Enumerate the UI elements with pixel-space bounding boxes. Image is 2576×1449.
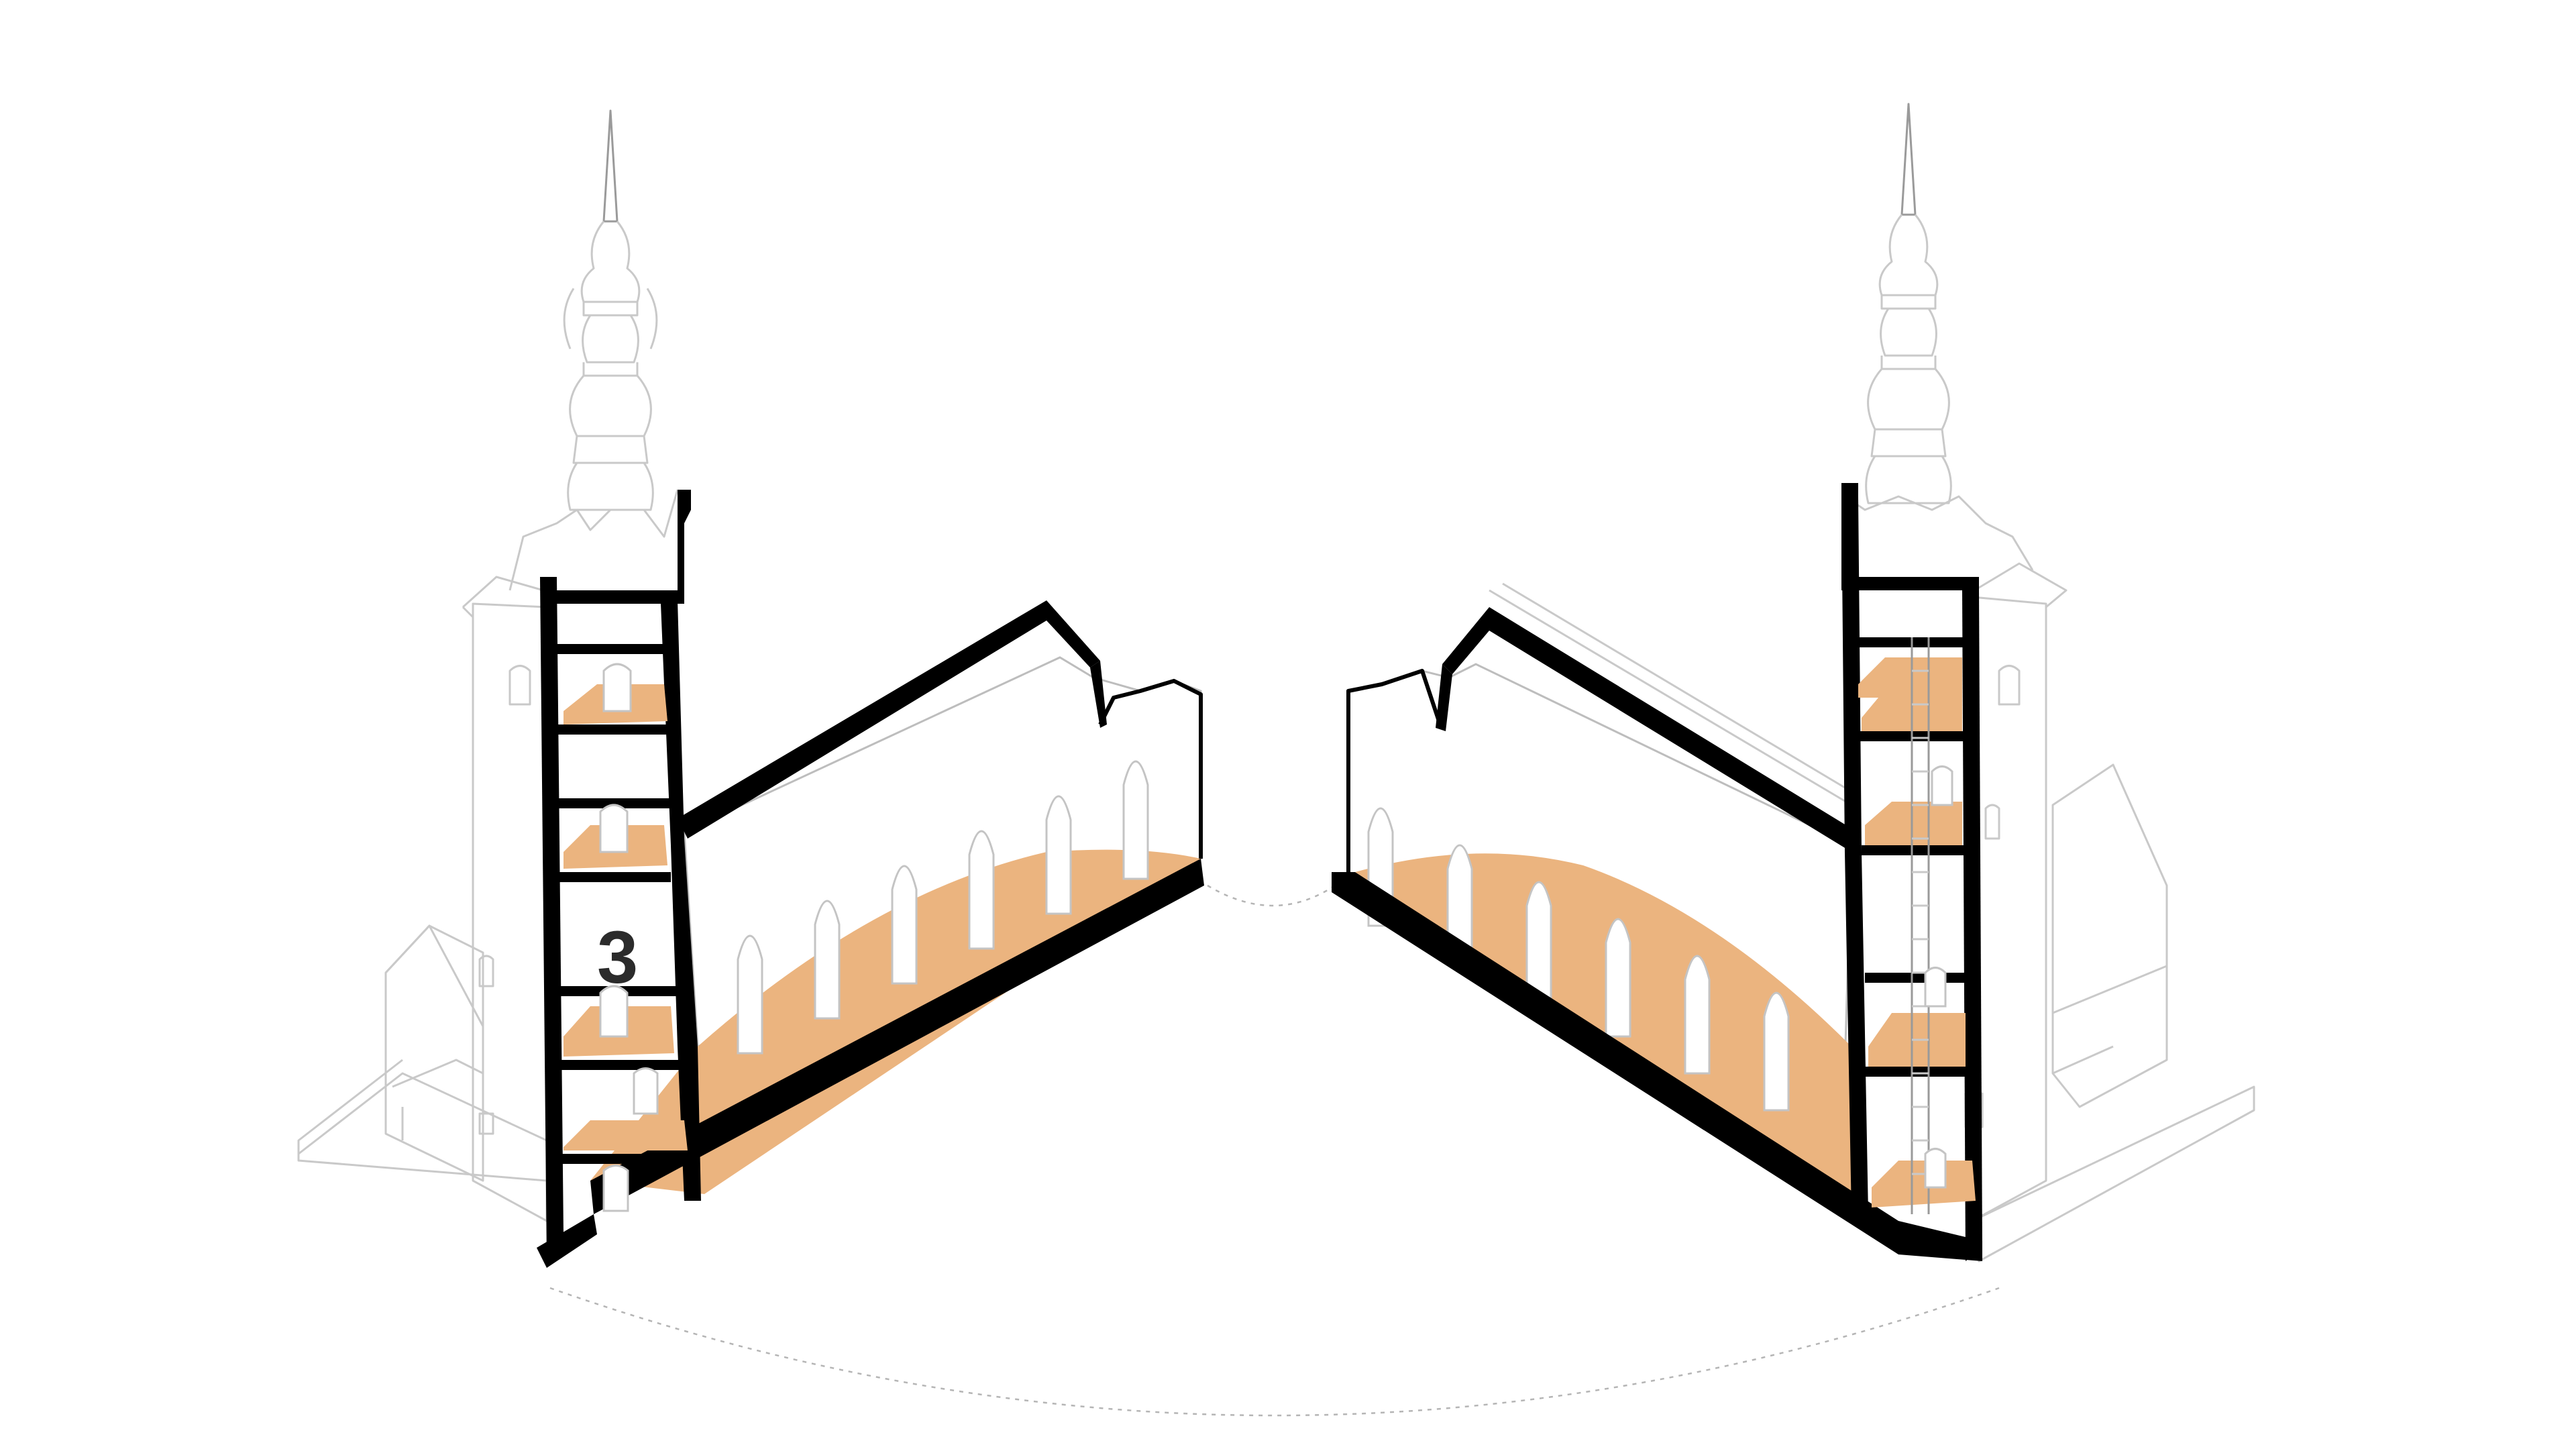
left-tower-section — [537, 490, 701, 1268]
left-tower-window-2 — [478, 955, 494, 987]
right-tower-outer-wall-cut — [1962, 590, 1982, 1261]
left-tower-arch-2 — [599, 804, 629, 853]
left-side-annex-roof — [384, 924, 484, 1026]
right-tower-inner-wall-cut — [1841, 496, 1868, 1214]
left-tower-top-cut — [550, 490, 691, 604]
left-nave-arches — [737, 760, 1149, 1055]
right-lantern-base — [1844, 495, 2034, 571]
right-tower-outer-face — [1971, 596, 2047, 1222]
right-side-annex-lower — [2052, 965, 2167, 1075]
left-spire-ring-1 — [582, 302, 639, 364]
left-tower-base-cut — [537, 1214, 597, 1268]
upper-connector-arc — [1207, 884, 1336, 907]
left-tower-outer-wall-cut — [540, 577, 564, 1261]
right-tower-floor-5 — [1872, 1161, 1976, 1208]
right-spire — [1865, 103, 1952, 504]
right-tower-slab-5-cut — [1865, 1067, 1972, 1077]
left-nave-gable-cut — [1090, 661, 1107, 728]
left-nave-arch-5 — [1045, 795, 1072, 915]
right-half — [1332, 103, 2255, 1263]
left-ground-plinth — [297, 1072, 548, 1182]
right-nave-roof-edge — [1489, 582, 1852, 806]
right-nave-arch-6 — [1763, 991, 1790, 1112]
connector-arcs — [549, 884, 2000, 1417]
left-lantern-base — [508, 489, 679, 591]
right-ground-plinth — [1971, 1085, 2255, 1263]
right-tower-arch-3 — [1924, 1148, 1947, 1189]
left-ground-plinth-edge — [297, 1059, 403, 1161]
left-tower-slab-4-cut — [557, 872, 671, 882]
right-tower-base-cut — [1898, 1221, 1982, 1261]
left-stair-label: 3 — [597, 916, 638, 999]
right-tower-slab-4-cut — [1865, 973, 1969, 983]
left-tower-interior-arches — [599, 663, 659, 1212]
right-spire-onion-upper — [1878, 214, 1939, 297]
right-tower-arch-2 — [1924, 967, 1947, 1008]
right-spire-needle — [1900, 103, 1917, 216]
left-nave-roof-cut — [678, 600, 1100, 839]
left-spire-side-bulge — [563, 288, 658, 350]
left-spire — [563, 109, 658, 511]
left-nave-arch-4 — [968, 830, 995, 950]
right-nave-floor-slab-cut — [1332, 872, 1898, 1254]
right-elevator-rungs — [1912, 669, 1929, 1175]
right-spire-ring-1 — [1880, 295, 1937, 357]
right-spire-ring-2 — [1867, 356, 1950, 431]
left-spiral-stair: 3 — [597, 916, 638, 999]
right-nave-aisle-outline — [1346, 669, 1441, 872]
lower-connector-arc — [549, 1287, 2000, 1417]
left-spire-ring-2 — [569, 362, 652, 437]
left-annex-lower — [392, 1059, 484, 1140]
left-tower-floor-4 — [564, 1120, 688, 1150]
left-tower-window-3 — [478, 1112, 494, 1135]
left-tower-slab-6-cut — [557, 1060, 684, 1070]
left-tower-arch-1 — [602, 663, 632, 712]
left-tower-cornice — [462, 576, 548, 619]
left-nave-arch-6 — [1122, 760, 1149, 880]
right-nave-roof-cut — [1442, 607, 1851, 852]
left-spire-onion-upper — [580, 221, 641, 303]
right-nave-arch-2 — [1446, 844, 1473, 964]
right-nave-arch-4 — [1605, 918, 1631, 1038]
right-tower-slab-3-cut — [1862, 845, 1966, 855]
left-tower-arch-5 — [602, 1165, 629, 1212]
left-nave-aisle-outline — [1098, 679, 1203, 859]
right-nave-arch-5 — [1684, 955, 1711, 1075]
left-nave-arch-1 — [737, 934, 763, 1055]
left-tower-inner-wall-cut — [661, 600, 701, 1201]
left-side-annex — [384, 924, 484, 1182]
left-tower-arch-3 — [599, 985, 629, 1038]
right-tower-arch-1 — [1931, 765, 1953, 806]
left-spire-drum — [567, 435, 654, 511]
right-tower-floor-3 — [1865, 802, 1962, 845]
left-tower-arch-4 — [633, 1067, 659, 1115]
right-nave-gable-cut — [1436, 664, 1452, 731]
right-elevator-shaft — [1911, 637, 1953, 1214]
left-spire-needle — [602, 109, 619, 223]
right-tower-window-1 — [1998, 665, 2021, 706]
right-side-annex — [2051, 763, 2168, 1108]
left-nave-arch-3 — [891, 865, 918, 985]
right-tower-top-cut — [1841, 483, 1979, 590]
left-tower-window-1 — [508, 665, 531, 706]
left-tower-slab-2-cut — [557, 724, 671, 735]
left-tower-slab-7-cut — [557, 1154, 691, 1164]
right-tower-section — [1841, 483, 1982, 1261]
right-tower-window-2 — [1984, 804, 2000, 840]
right-nave-arch-3 — [1525, 881, 1552, 1001]
left-nave-floor-slab-cut — [590, 859, 1204, 1214]
left-tower-slab-1-cut — [557, 644, 671, 654]
right-tower-cornice — [1968, 562, 2068, 608]
left-tower-slab-3-cut — [557, 798, 671, 808]
left-nave-arch-2 — [814, 900, 841, 1020]
left-half: 3 — [297, 109, 1204, 1268]
right-tower-floor-1 — [1858, 657, 1962, 698]
right-spire-drum — [1865, 429, 1952, 504]
